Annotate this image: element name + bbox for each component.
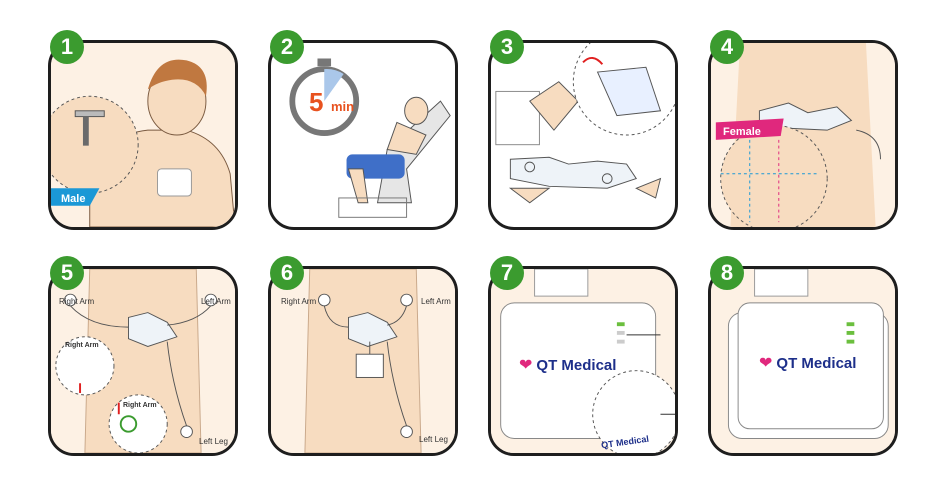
step-6-panel: Right Arm Left Arm Left Leg [268, 266, 458, 456]
left-leg-label: Left Leg [419, 435, 448, 444]
step-2-panel: 5 min [268, 40, 458, 230]
step-1-illustration [51, 43, 235, 227]
step-8-badge: 8 [710, 256, 744, 290]
step-8-panel: ❤ QT Medical [708, 266, 898, 456]
step-2-badge: 2 [270, 30, 304, 64]
step-7-badge: 7 [490, 256, 524, 290]
brand-logo: ❤ QT Medical [519, 355, 616, 375]
timer-unit: min [331, 99, 355, 114]
step-3-illustration [495, 43, 675, 204]
step-6-illustration [271, 269, 455, 453]
step-1-panel: Male [48, 40, 238, 230]
heart-icon: ❤ [519, 357, 533, 374]
step-8-illustration [711, 269, 895, 453]
step-6-badge: 6 [270, 256, 304, 290]
step-4-panel: Female [708, 40, 898, 230]
inset-right-arm-label: Right Arm [65, 342, 99, 349]
step-4-badge: 4 [710, 30, 744, 64]
female-tag: Female [723, 126, 761, 138]
left-leg-label: Left Leg [199, 437, 228, 446]
step-2-illustration [289, 58, 451, 218]
inset-right-arm-label-2: Right Arm [123, 402, 157, 409]
step-3-badge: 3 [490, 30, 524, 64]
step-7-illustration [491, 269, 675, 453]
right-arm-label: Right Arm [281, 297, 317, 306]
brand-name: QT Medical [776, 354, 857, 372]
male-tag: Male [61, 193, 86, 205]
step-4-illustration [711, 43, 895, 227]
step-5-panel: Right Arm Left Arm Left Leg Right Arm Ri… [48, 266, 238, 456]
step-3-panel [488, 40, 678, 230]
step-1-badge: 1 [50, 30, 84, 64]
step-5-illustration [51, 269, 235, 453]
step-5-badge: 5 [50, 256, 84, 290]
left-arm-label: Left Arm [201, 297, 231, 306]
brand-name: QT Medical [536, 356, 617, 374]
right-arm-label: Right Arm [59, 297, 95, 306]
heart-icon: ❤ [759, 355, 773, 372]
timer-value: 5 [309, 87, 324, 117]
brand-logo: ❤ QT Medical [759, 353, 856, 373]
step-7-panel: ❤ QT Medical QT Medical [488, 266, 678, 456]
left-arm-label: Left Arm [421, 297, 451, 306]
